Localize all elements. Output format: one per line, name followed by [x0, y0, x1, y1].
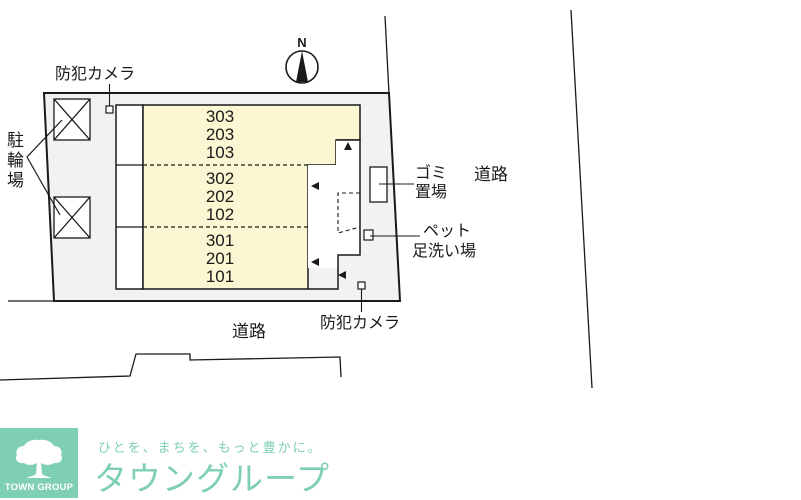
- camera-label: 防犯カメラ: [320, 313, 400, 332]
- bicycle-parking-label: 駐 輪 場: [7, 131, 24, 191]
- road-label-east: 道路: [474, 165, 508, 185]
- garbage-area: ゴミ 置場: [369, 163, 447, 203]
- camera-icon: [105, 105, 114, 114]
- label-char: 輪: [7, 151, 24, 171]
- unit-label: 102: [206, 205, 234, 224]
- logo-text: TOWN GROUP: [4, 482, 74, 493]
- entrance-arrow-icon: [344, 142, 352, 150]
- unit-label: 103: [206, 143, 234, 162]
- entrance-arrow-icon: [338, 271, 346, 279]
- road-boundaries: [0, 9, 593, 389]
- unit-label: 301: [206, 231, 234, 250]
- bicycle-parking-leader-lines: [26, 119, 63, 216]
- unit-label: 303: [206, 107, 234, 126]
- north-compass-icon: N: [285, 35, 319, 84]
- pet-foot-wash: ペット 足洗い場: [363, 221, 476, 260]
- footer-branding: TOWN GROUP ひとを、まちを、もっと豊かに。 タウングループ: [0, 428, 801, 500]
- label-char: 場: [7, 171, 24, 191]
- bicycle-parking-area: [53, 98, 91, 239]
- compass-north-label: N: [297, 35, 306, 50]
- unit-label: 101: [206, 267, 234, 286]
- security-camera-top: 防犯カメラ: [55, 64, 135, 114]
- garbage-label-line1: ゴミ: [415, 163, 447, 182]
- camera-label: 防犯カメラ: [55, 64, 135, 83]
- pet-wash-label-line1: ペット: [423, 221, 471, 240]
- unit-label: 203: [206, 125, 234, 144]
- slogan: ひとを、まちを、もっと豊かに。: [98, 441, 323, 456]
- entrance-arrow-icon: [311, 258, 319, 266]
- road-label-south: 道路: [232, 322, 266, 342]
- security-camera-bottom: 防犯カメラ: [320, 281, 400, 332]
- unit-label: 302: [206, 169, 234, 188]
- pet-wash-label-line2: 足洗い場: [412, 241, 476, 260]
- label-char: 駐: [7, 131, 24, 151]
- garbage-label-line2: 置場: [415, 182, 447, 201]
- entrance-arrow-icon: [311, 182, 319, 190]
- unit-labels: 303 203 103 302 202 102 301 201 101: [206, 107, 234, 286]
- camera-icon: [357, 281, 366, 290]
- tree-icon: [15, 439, 63, 478]
- site-plan-map: 303 203 103 302 202 102 301 201 101 防犯カメ…: [0, 9, 593, 389]
- brand-name: タウングループ: [94, 459, 331, 498]
- unit-label: 202: [206, 187, 234, 206]
- apartment-building: [115, 104, 361, 290]
- town-group-logo: TOWN GROUP: [0, 428, 78, 498]
- unit-label: 201: [206, 249, 234, 268]
